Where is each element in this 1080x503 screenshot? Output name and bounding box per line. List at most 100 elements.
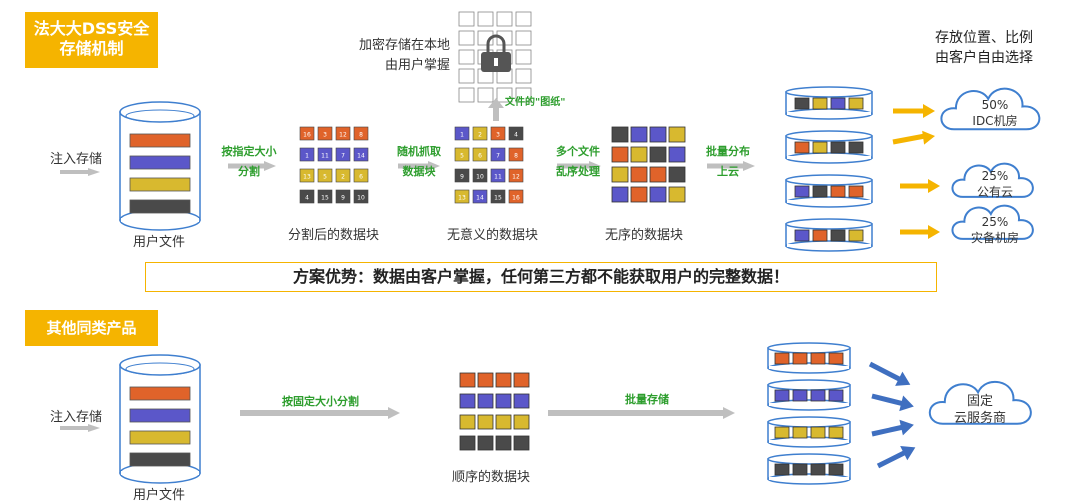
- data-block-number: 8: [359, 132, 363, 139]
- blueprint-label: 文件的"图纸": [505, 97, 566, 108]
- cloud-icon: [951, 204, 1034, 240]
- data-block-number: 12: [339, 132, 347, 139]
- data-block-number: 1: [460, 132, 464, 139]
- bottom-storage-disk: [767, 453, 851, 485]
- data-block: [792, 352, 808, 365]
- file-bar: [129, 133, 191, 148]
- empty-block: [496, 87, 513, 103]
- data-block: [810, 389, 826, 402]
- data-block: [472, 168, 488, 183]
- data-block-number: 15: [494, 195, 502, 202]
- data-block: [649, 186, 667, 203]
- banner-line-1: 法大大DSS安全: [33, 19, 150, 38]
- user-file-cylinder: [119, 101, 201, 231]
- batch-store-arrow-icon: [548, 407, 735, 419]
- data-block: [830, 229, 846, 242]
- data-block: [774, 463, 790, 476]
- arrow-head: [264, 161, 276, 171]
- bottom-storage-disk: [767, 342, 851, 374]
- data-block: [774, 426, 790, 439]
- disk-mask: [787, 200, 871, 203]
- data-block: [830, 141, 846, 154]
- data-block: [454, 168, 470, 183]
- arrow-up-shape: [488, 98, 504, 121]
- data-block: [810, 352, 826, 365]
- arrow-head: [899, 419, 914, 436]
- shuffle-step-line-1: 多个文件: [556, 145, 600, 158]
- bottom-inject-storage-label: 注入存储: [50, 410, 103, 425]
- arrow-right-icon: [871, 393, 914, 412]
- data-block: [513, 372, 530, 388]
- data-block-number: 14: [357, 153, 365, 160]
- batch-store-label: 批量存储: [625, 393, 669, 406]
- data-block: [611, 186, 629, 203]
- data-block-number: 2: [341, 174, 345, 181]
- distribute-step-line-1: 批量分布: [706, 145, 750, 158]
- data-block: [513, 435, 530, 451]
- data-block-number: 15: [321, 195, 329, 202]
- cloud-backup-name: 灾备机房: [970, 231, 1019, 245]
- data-block: [477, 393, 494, 409]
- data-block: [794, 185, 810, 198]
- fixed-split-label: 按固定大小分割: [282, 395, 359, 408]
- encrypted-blueprint-grid: [458, 11, 532, 121]
- data-block-number: 10: [476, 174, 484, 181]
- distribute-arrow-icon: [707, 161, 755, 171]
- arrow-shaft: [240, 410, 390, 416]
- arrow-up-icon: [488, 98, 504, 121]
- data-block: [774, 389, 790, 402]
- empty-block: [458, 30, 475, 46]
- data-block: [812, 229, 828, 242]
- file-bar: [129, 430, 191, 445]
- disk-top: [767, 342, 851, 354]
- empty-block: [477, 87, 494, 103]
- unordered-blocks-label: 无序的数据块: [605, 228, 684, 243]
- data-block: [830, 97, 846, 110]
- bottom-inject-arrow-icon: [60, 424, 100, 432]
- disk-mask: [769, 366, 849, 369]
- file-bar: [129, 155, 191, 170]
- arrow-head: [923, 104, 935, 118]
- data-block: [668, 126, 686, 143]
- empty-block: [496, 11, 513, 27]
- location-title-line-2: 由客户自由选择: [935, 50, 1033, 66]
- data-block: [611, 166, 629, 183]
- arrow-right-icon: [868, 361, 911, 386]
- data-block: [630, 146, 648, 163]
- data-block-number: 11: [321, 153, 329, 160]
- data-block-number: 2: [478, 132, 482, 139]
- arrow-head: [900, 445, 916, 461]
- cylinder-mask: [121, 471, 199, 475]
- meaningless-blocks-label: 无意义的数据块: [447, 228, 539, 243]
- arrow-shaft: [228, 163, 266, 169]
- empty-block: [458, 87, 475, 103]
- data-block-number: 4: [514, 132, 518, 139]
- data-block: [630, 126, 648, 143]
- data-block: [649, 126, 667, 143]
- lock-keyhole: [494, 58, 498, 66]
- data-block-number: 12: [512, 174, 520, 181]
- top-storage-disk: [785, 218, 873, 252]
- arrow-head: [743, 161, 755, 171]
- arrow-head: [388, 407, 400, 419]
- data-block-number: 9: [460, 174, 464, 181]
- empty-block: [515, 68, 532, 84]
- shuffle-step-line-2: 乱序处理: [556, 165, 600, 178]
- data-block: [828, 426, 844, 439]
- data-block-number: 7: [341, 153, 345, 160]
- top-storage-disk: [785, 130, 873, 164]
- cloud-icon: [928, 380, 1032, 425]
- data-block: [454, 126, 470, 141]
- ordered-blocks-label: 顺序的数据块: [452, 470, 531, 485]
- fixed-cloud-text: 固定 云服务商: [940, 393, 1020, 427]
- arrow-head: [88, 424, 100, 432]
- data-block: [299, 189, 315, 204]
- data-block: [317, 189, 333, 204]
- empty-block: [515, 87, 532, 103]
- split-step-line-1: 按指定大小: [221, 145, 277, 158]
- data-block: [668, 186, 686, 203]
- data-block: [828, 352, 844, 365]
- random-step-label: 随机抓取 数据块: [388, 142, 450, 182]
